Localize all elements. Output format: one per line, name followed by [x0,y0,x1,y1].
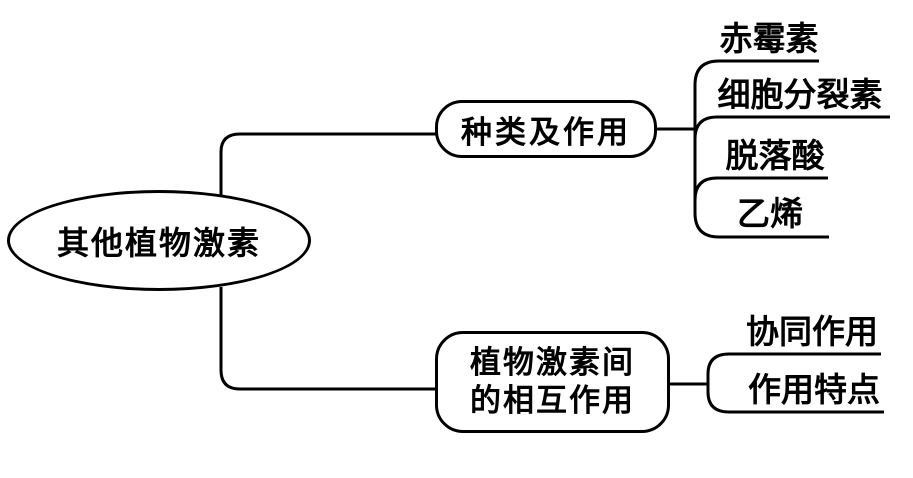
root-node: 其他植物激素 [7,190,311,291]
branch-node-interaction-label-line2: 的相互作用 [470,383,635,418]
leaf-synergy: 协同作用 [746,315,878,351]
fork-branch1-mid2-underline [693,176,828,201]
fork-branch1-mid1-underline [693,115,890,140]
root-node-label: 其他植物激素 [56,224,261,261]
connector-root-to-branch1 [219,132,437,196]
branch-node-types-label: 种类及作用 [461,114,631,150]
branch-node-types: 种类及作用 [435,100,657,158]
branch-node-interaction: 植物激素间 的相互作用 [435,331,670,433]
branch-node-interaction-label-line1: 植物激素间 [470,345,635,380]
leaf-ethylene: 乙烯 [737,197,803,233]
fork-branch1-outer [693,59,829,239]
leaf-gibberellin: 赤霉素 [719,22,819,58]
connector-root-to-branch2 [219,287,437,391]
leaf-cytokinin: 细胞分裂素 [717,78,883,114]
leaf-action-traits: 作用特点 [748,373,880,409]
fork-branch2-outer [706,352,884,414]
leaf-abscisic-acid: 脱落酸 [725,139,825,175]
